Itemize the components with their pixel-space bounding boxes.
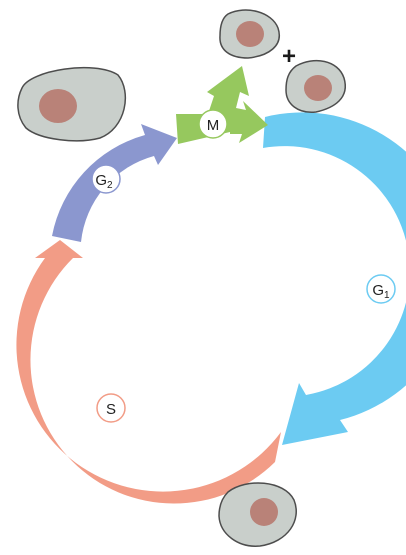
m-label-text: M	[207, 117, 220, 134]
daughter-cell-top	[219, 9, 280, 59]
s-label: S	[96, 393, 126, 423]
daughter-cell-right	[285, 59, 347, 113]
g1-label: G1	[366, 274, 396, 304]
m-label: M	[198, 109, 228, 139]
bottom-cell-nucleus	[250, 498, 278, 526]
s-label-circle	[96, 393, 126, 423]
g2-label: G2	[91, 164, 121, 194]
g1-label-circle	[366, 274, 396, 304]
s-label-text: S	[106, 401, 116, 418]
plus-sign: +	[282, 43, 296, 70]
large-cell-nucleus	[39, 89, 77, 123]
daughter-cell-right-nucleus	[304, 75, 332, 101]
m-label-circle	[198, 109, 228, 139]
g2-label-circle	[91, 164, 121, 194]
g1-phase-arrow	[263, 112, 406, 445]
g1-label-text: G1	[372, 282, 390, 301]
bottom-cell	[218, 482, 297, 547]
s-phase-arrow	[16, 240, 281, 504]
daughter-cell-top-nucleus	[236, 21, 264, 47]
g2-label-text: G2	[95, 172, 113, 191]
large-cell	[17, 66, 126, 142]
g2-phase-arrow	[52, 124, 177, 242]
